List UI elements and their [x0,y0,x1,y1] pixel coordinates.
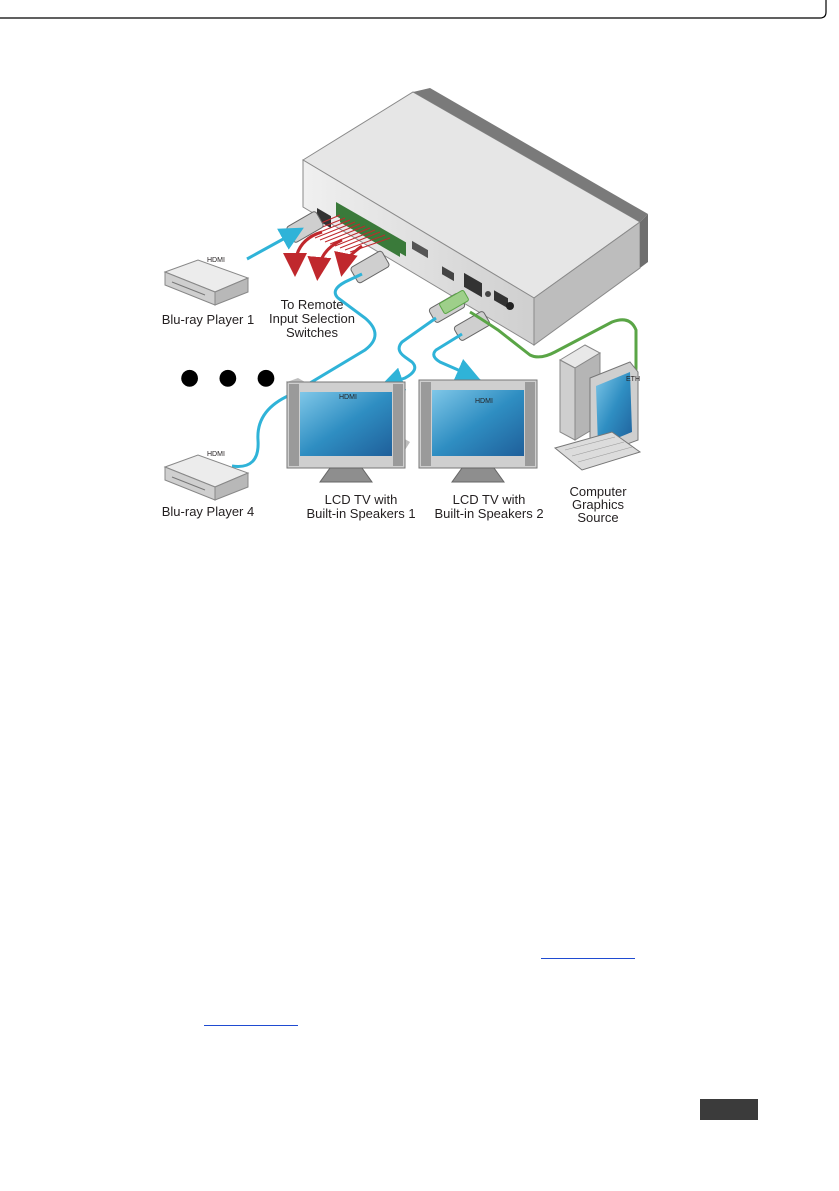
remote-label-line1: To Remote [262,298,362,311]
hdmi-connector-in1 [286,211,324,244]
page-number-tab [700,1099,758,1120]
hdmi-label-player4: HDMI [207,451,225,458]
tv-2-label-line1: LCD TV with [424,493,554,506]
bluray-player-1-device [165,260,248,305]
hdmi-label-tv1: HDMI [339,394,357,401]
remote-label-line3: Switches [262,326,362,339]
tv-1-label-line2: Built-in Speakers 1 [296,507,426,520]
hdmi-cable-tv2 [434,334,472,376]
hdmi-label-player1: HDMI [207,257,225,264]
eth-label: ETH [626,376,640,383]
bluray-player-1-label: Blu-ray Player 1 [158,313,258,326]
tv-2-label-line2: Built-in Speakers 2 [424,507,554,520]
computer-device [555,345,640,470]
connection-diagram [0,0,839,540]
remote-switches-label: To Remote Input Selection Switches [262,298,362,339]
tv-2-label: LCD TV with Built-in Speakers 2 [424,493,554,520]
tv-1-label-line1: LCD TV with [296,493,426,506]
computer-label-line3: Source [553,511,643,524]
lcd-tv-2-device [419,380,537,482]
hdmi-connector-in4 [350,250,390,284]
hyperlink-underline-1[interactable] [541,958,635,959]
remote-label-line2: Input Selection [262,312,362,325]
more-sources-ellipsis: ● ● ● [180,367,282,389]
hdmi-cable-tv1 [388,318,436,384]
bluray-player-4-device [165,455,248,500]
tv-1-label: LCD TV with Built-in Speakers 1 [296,493,426,520]
hyperlink-underline-2[interactable] [204,1025,298,1026]
computer-label: Computer Graphics Source [553,485,643,524]
bluray-player-4-label: Blu-ray Player 4 [158,505,258,518]
hdmi-label-tv2: HDMI [475,398,493,405]
hdmi-cable-player1 [247,232,296,259]
